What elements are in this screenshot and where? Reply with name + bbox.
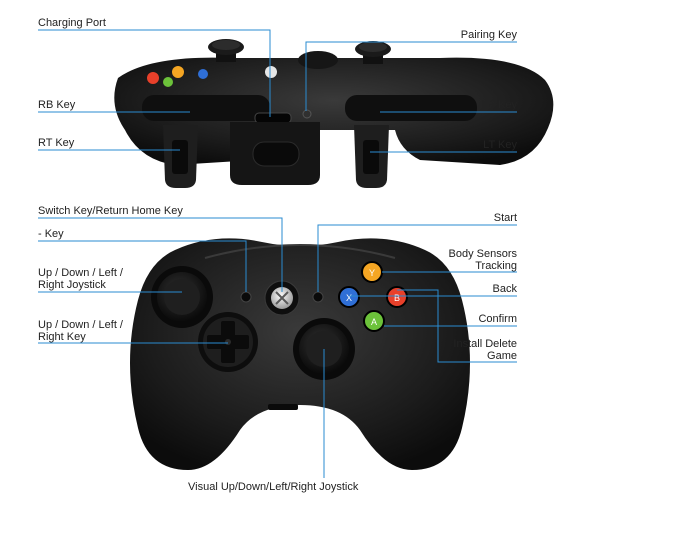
label-install-line2: Game (487, 350, 517, 362)
label-start: Start (494, 212, 517, 224)
label-visual-joystick: Visual Up/Down/Left/Right Joystick (188, 481, 359, 493)
label-confirm: Confirm (478, 313, 517, 325)
label-joystick-line1: Up / Down / Left / (38, 267, 124, 279)
top-left-stick (208, 39, 244, 62)
label-joystick-line2: Right Joystick (38, 279, 106, 291)
label-minus-key: - Key (38, 228, 64, 240)
svg-text:Y: Y (369, 268, 375, 278)
guide-button (264, 280, 300, 316)
top-red-button (147, 72, 159, 84)
top-body (114, 57, 554, 165)
face-button-blue (338, 286, 360, 308)
face-buttons: Y B X A (338, 261, 408, 332)
leader-pairing-key (305, 41, 517, 111)
label-dpad-line2: Right Key (38, 331, 86, 343)
label-switch-key: Switch Key/Return Home Key (38, 205, 183, 217)
label-charging-port: Charging Port (38, 17, 106, 29)
label-lt-key: LT Key (483, 139, 517, 151)
battery-latch (252, 141, 300, 167)
top-blue-button (198, 69, 208, 79)
svg-text:A: A (371, 317, 377, 327)
leader-lines (38, 29, 517, 478)
top-right-stick (355, 41, 391, 64)
pairing-key (302, 109, 312, 119)
label-dpad-line1: Up / Down / Left / (38, 319, 124, 331)
leader-charging-port (38, 29, 271, 117)
label-rb-key: RB Key (38, 99, 76, 111)
lb-bumper (345, 95, 477, 121)
watermark-text: Avito (600, 507, 638, 526)
leader-install-delete (397, 289, 517, 363)
face-button-green (363, 310, 385, 332)
label-body-sensors-line1: Body Sensors (449, 248, 518, 260)
charging-port (254, 112, 292, 124)
watermark: Avito (571, 505, 638, 526)
label-install-line1: Install Delete (453, 338, 517, 350)
labels: Charging Port Pairing Key RB Key LB Key … (38, 17, 517, 493)
label-back: Back (493, 283, 518, 295)
label-rt-key: RT Key (38, 137, 75, 149)
svg-text:B: B (394, 293, 400, 303)
watermark-logo-icon-dot (586, 505, 594, 513)
headset-port (268, 404, 298, 410)
face-button-red (386, 286, 408, 308)
label-body-sensors-line2: Tracking (475, 260, 517, 272)
watermark-logo-icon (571, 510, 585, 524)
left-joystick (151, 266, 213, 328)
front-view-controller: Y B X A (130, 238, 470, 470)
start-button (312, 291, 324, 303)
leader-switch-key (38, 217, 283, 292)
rb-bumper (142, 95, 270, 121)
rt-trigger-face (172, 140, 188, 174)
top-guide-button (265, 66, 277, 78)
svg-text:X: X (346, 293, 352, 303)
label-pairing-key: Pairing Key (461, 29, 518, 41)
leader-start (317, 224, 517, 292)
label-lb-key: LB Key (482, 99, 518, 111)
top-right-stick-base (298, 51, 338, 69)
front-top-ridge (204, 244, 396, 259)
lt-trigger-face (363, 140, 379, 174)
leader-minus-key (38, 240, 247, 292)
d-pad (198, 312, 258, 372)
top-yellow-button (172, 66, 184, 78)
top-green-button (163, 77, 173, 87)
back-small-button (240, 291, 252, 303)
top-view-controller (114, 39, 554, 188)
